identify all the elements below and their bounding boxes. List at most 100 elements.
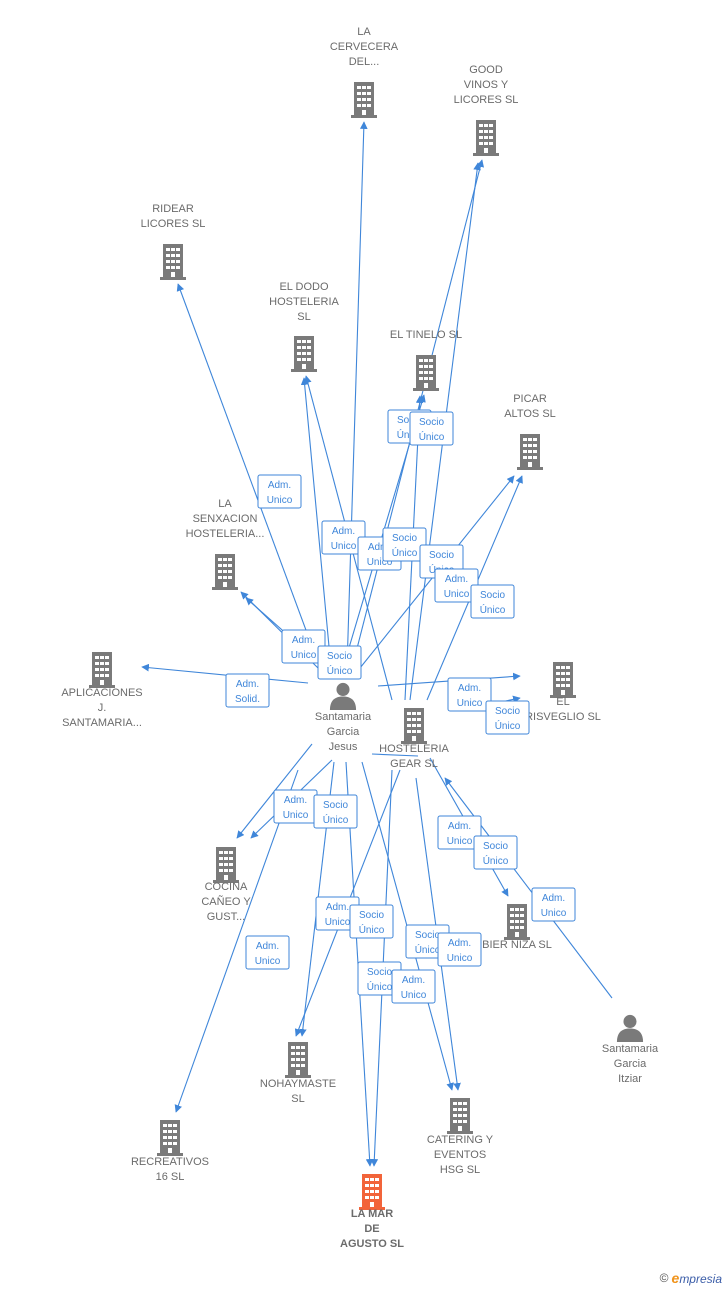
node-label-line: COCINA — [205, 881, 248, 893]
role-badge[interactable]: Adm.Unico — [437, 932, 482, 967]
node-label-line: 16 SL — [156, 1171, 185, 1183]
building-icon — [359, 1174, 385, 1210]
role-badge-text: Adm. — [445, 574, 468, 585]
node-label-line: PICAR — [513, 393, 547, 405]
role-badge-text: Socio — [429, 550, 454, 561]
role-badge-text: Socio — [415, 930, 440, 941]
company-node-ridear[interactable]: RIDEAR LICORES SL — [141, 203, 206, 280]
role-badge-box — [470, 584, 515, 619]
company-node-recreativos[interactable]: RECREATIVOS 16 SL — [131, 1120, 209, 1183]
role-badge-text: Unico — [267, 495, 293, 506]
node-label-line: RISVEGLIO SL — [525, 711, 601, 723]
role-badge[interactable]: Adm.Unico — [245, 935, 290, 970]
role-badge[interactable]: Adm. Solid. — [225, 673, 270, 708]
role-badge-text: Adm. — [332, 526, 355, 537]
role-badge-text: Adm. — [236, 679, 259, 690]
role-badge[interactable]: Adm.Unico — [434, 568, 479, 603]
building-icon — [213, 847, 239, 883]
role-badge-text: Adm. — [448, 821, 471, 832]
role-badge[interactable]: Adm.Unico — [273, 789, 318, 824]
node-label-line: RECREATIVOS — [131, 1156, 209, 1168]
company-node-el-risveglio[interactable]: EL RISVEGLIO SL — [525, 662, 601, 723]
role-badge-text: Único — [495, 719, 521, 732]
building-icon — [413, 355, 439, 391]
role-badge-text: Socio — [419, 417, 444, 428]
role-badge-box — [485, 700, 530, 735]
company-node-bier-niza[interactable]: BIER NIZA SL — [482, 904, 552, 951]
role-badge[interactable]: Adm.Unico — [391, 969, 436, 1004]
role-badge-box — [313, 794, 358, 829]
building-icon — [157, 1120, 183, 1156]
role-badge-box — [531, 887, 576, 922]
node-label-line: Garcia — [327, 726, 360, 738]
node-label-line: Santamaria — [602, 1043, 659, 1055]
role-badge-text: Adm. — [256, 941, 279, 952]
role-badge-text: Solid. — [235, 694, 260, 705]
node-label-line: GUST... — [207, 911, 246, 923]
node-label-line: DEL... — [349, 56, 380, 68]
role-badge-box — [245, 935, 290, 970]
node-label-line: LICORES SL — [141, 218, 206, 230]
node-label-line: AGUSTO SL — [340, 1238, 404, 1250]
role-badge-text: Único — [367, 980, 393, 993]
role-badge[interactable]: Adm.Unico — [437, 815, 482, 850]
node-label-line: Santamaria — [315, 711, 372, 723]
role-badge-text: Adm. — [268, 480, 291, 491]
node-label-line: NOHAYMASTE — [260, 1078, 336, 1090]
role-badge-box — [437, 932, 482, 967]
role-badge-text: Único — [392, 546, 418, 559]
connection-line — [444, 777, 613, 999]
building-icon — [401, 708, 427, 744]
role-badge-box — [225, 673, 270, 708]
role-badge-text: Único — [419, 430, 445, 443]
role-badge-text: Unico — [291, 650, 317, 661]
node-label-line: EVENTOS — [434, 1149, 486, 1161]
node-label-line: EL — [556, 696, 569, 708]
role-labels: SocioÚnicoAdm.UnicoAdm.UnicoAdm.UnicoSoc… — [225, 409, 576, 1004]
company-node-aplicaciones[interactable]: APLICACIONESJ.SANTAMARIA... — [61, 652, 143, 729]
role-badge-text: Socio — [483, 841, 508, 852]
role-badge[interactable]: Adm.Unico — [315, 896, 360, 931]
role-badge-text: Unico — [447, 953, 473, 964]
role-badge[interactable]: Adm. Unico — [257, 474, 302, 509]
building-icon — [447, 1098, 473, 1134]
role-badge[interactable]: Adm.Unico — [447, 677, 492, 712]
company-node-la-senxacion[interactable]: LASENXACIONHOSTELERIA... — [186, 498, 265, 590]
node-label-line: RIDEAR — [152, 203, 194, 215]
node-label-line: Garcia — [614, 1058, 647, 1070]
role-badge-text: Unico — [541, 908, 567, 919]
role-badge-text: Único — [415, 943, 441, 956]
role-badge[interactable]: Adm.Unico — [531, 887, 576, 922]
node-label-line: GEAR SL — [390, 758, 438, 770]
company-node-el-tinelo[interactable]: EL TINELO SL — [390, 329, 462, 391]
node-label-line: VINOS Y — [464, 79, 509, 91]
role-badge-box — [349, 904, 394, 939]
role-badge-text: Unico — [457, 698, 483, 709]
role-badge-box — [409, 411, 454, 446]
role-badge-text: Socio — [367, 967, 392, 978]
node-label-line: SL — [297, 311, 310, 323]
role-badge-text: Único — [483, 854, 509, 867]
brand-footer[interactable]: © empresia — [660, 1270, 722, 1286]
company-node-la-cervecera[interactable]: LACERVECERADEL... — [330, 26, 399, 118]
role-badge-text: Unico — [325, 917, 351, 928]
